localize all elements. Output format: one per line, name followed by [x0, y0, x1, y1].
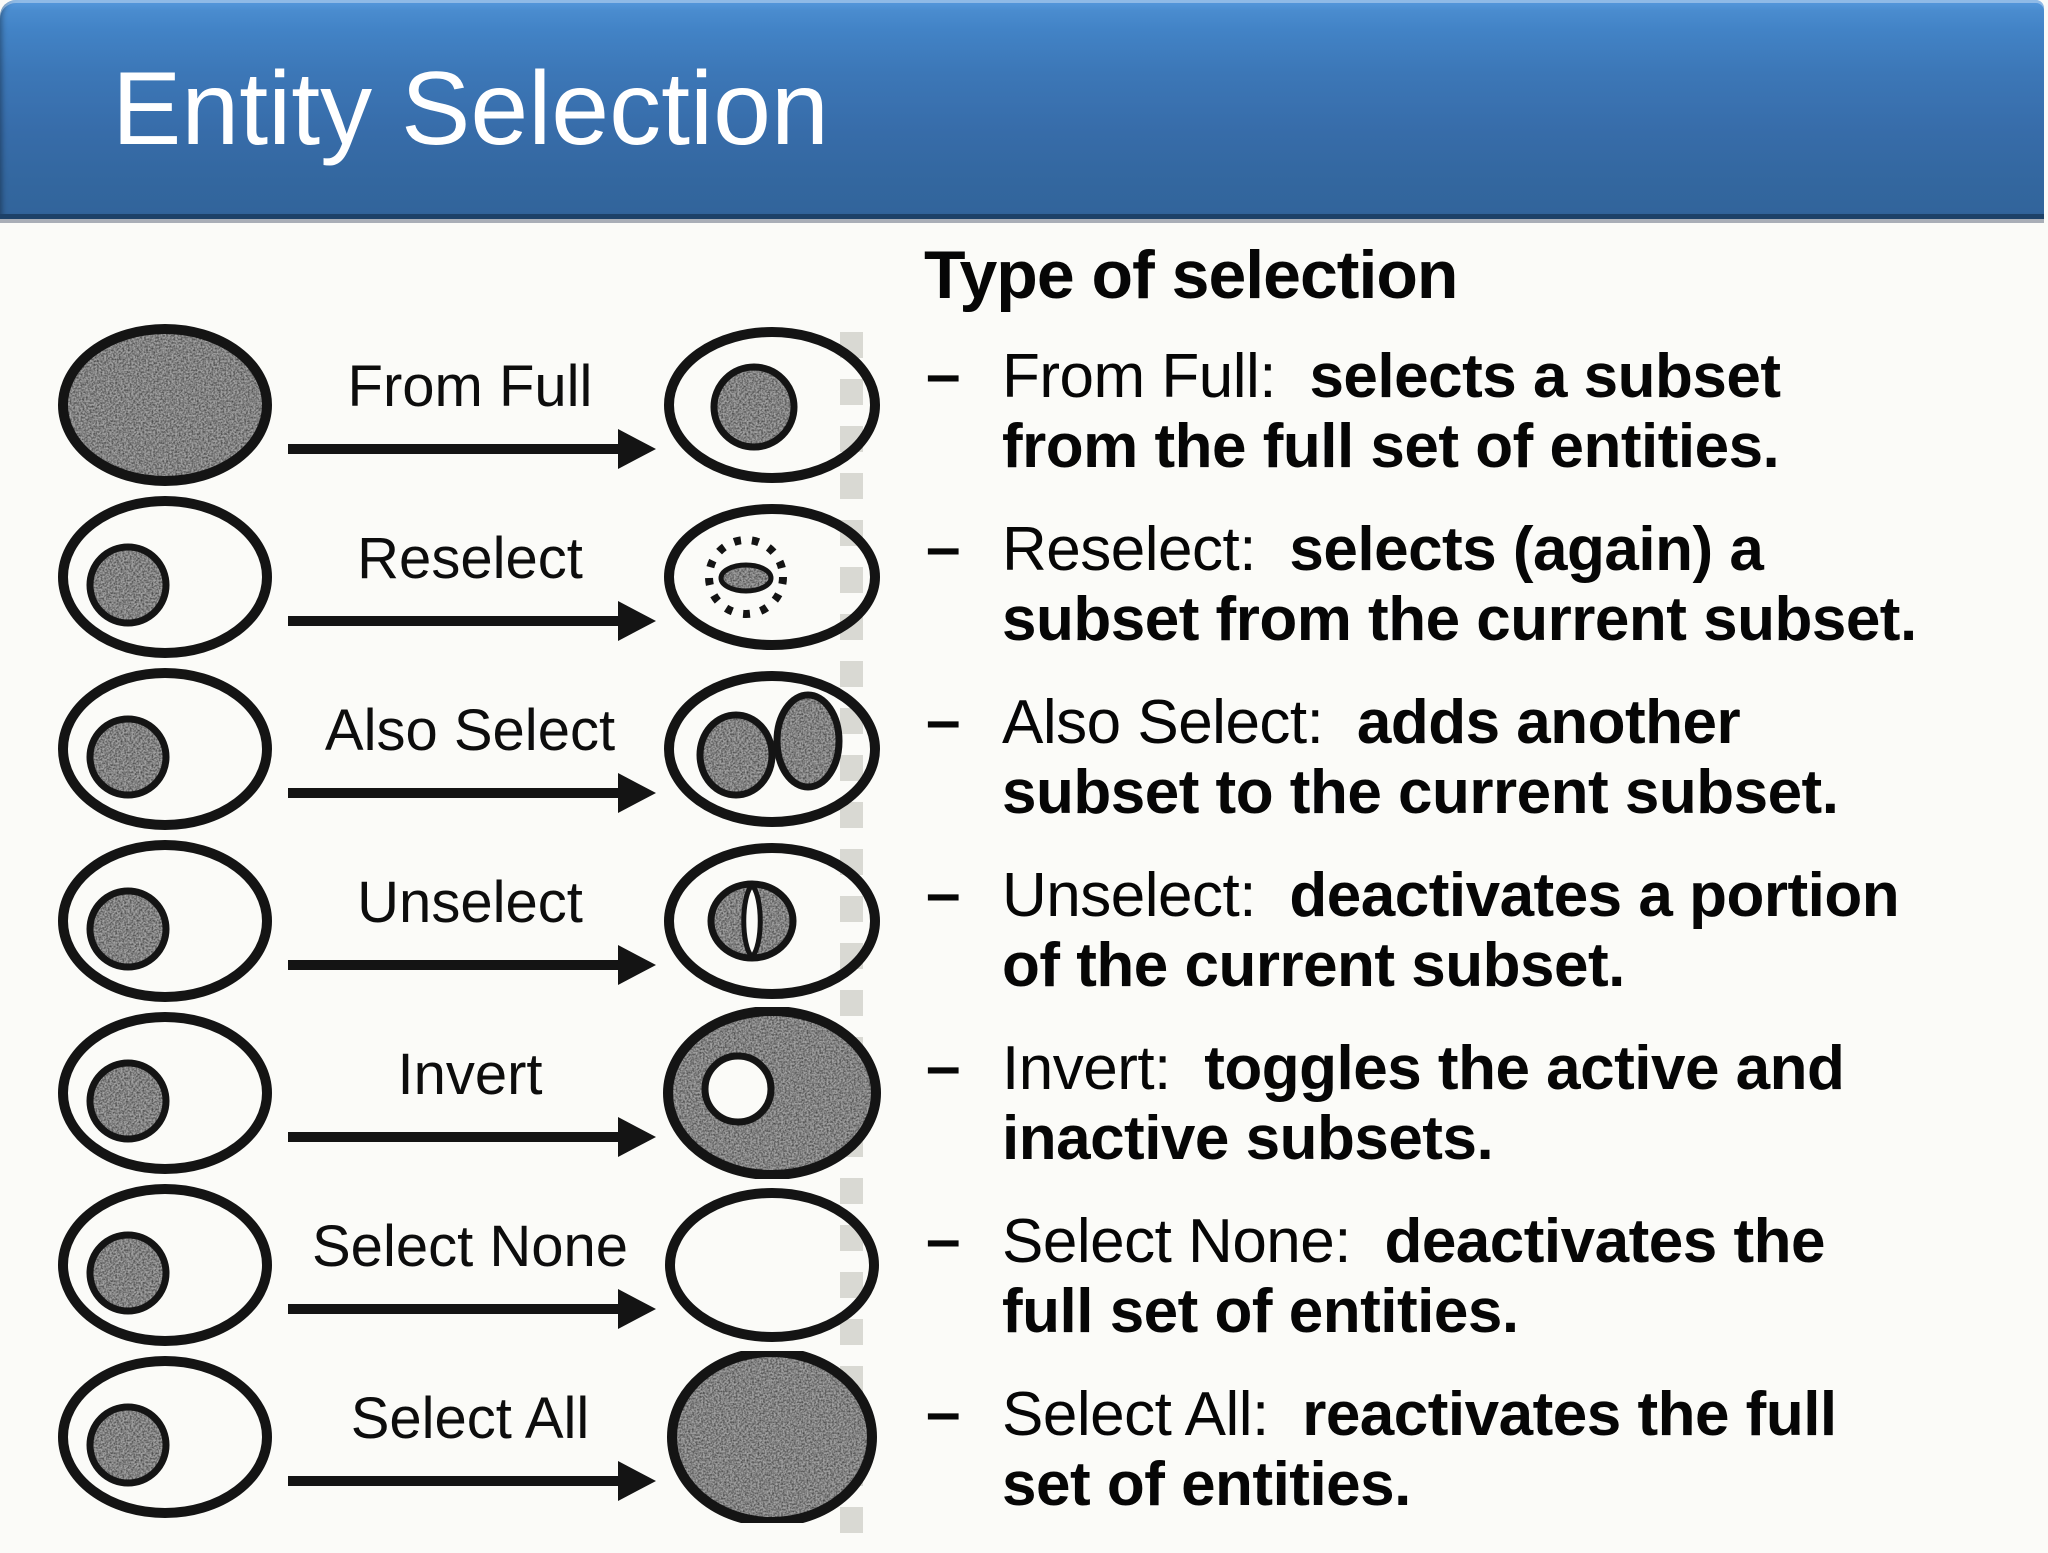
arrow-right-icon: [288, 1289, 656, 1329]
diagram-row-select-all: Select All: [0, 1351, 885, 1523]
source-ellipse-subset: [58, 840, 272, 1002]
source-ellipse-subset: [58, 1012, 272, 1174]
operation-label: Unselect: [357, 870, 583, 935]
result-ellipse-two-subsets: [664, 671, 880, 827]
operation-select-none: Select None: [282, 1199, 658, 1331]
source-ellipse-full-set: [58, 324, 272, 486]
diagram-row-reselect: Reselect: [0, 491, 885, 663]
section-heading: Type of selection: [924, 237, 1458, 313]
source-ellipse-subset: [58, 496, 272, 658]
result-ellipse-full-set: [667, 1351, 877, 1523]
operation-select-all: Select All: [282, 1371, 658, 1503]
bullet-dash: –: [926, 1205, 960, 1274]
result-ellipse-subset: [664, 327, 880, 483]
diagram-row-invert: Invert: [0, 1007, 885, 1179]
diagram-row-select-none: Select None: [0, 1179, 885, 1351]
operation-from-full: From Full: [282, 339, 658, 471]
arrow-right-icon: [288, 429, 656, 469]
bullet-dash: –: [926, 513, 960, 582]
bullet-dash: –: [926, 1032, 960, 1101]
operation-unselect: Unselect: [282, 855, 658, 987]
arrow-right-icon: [288, 601, 656, 641]
operation-also-select: Also Select: [282, 683, 658, 815]
operation-label: Invert: [397, 1042, 543, 1107]
diagram-row-from-full: From Full: [0, 319, 885, 491]
operation-label: Select All: [350, 1386, 590, 1451]
result-ellipse-dotted-reselect: [664, 504, 880, 650]
bullet-dash: –: [926, 859, 960, 928]
operation-label: Also Select: [324, 698, 616, 763]
source-ellipse-subset: [58, 668, 272, 830]
arrow-right-icon: [288, 945, 656, 985]
arrow-right-icon: [288, 773, 656, 813]
page-title: Entity Selection: [112, 50, 829, 167]
title-bar: Entity Selection: [0, 0, 2044, 219]
operation-label: Reselect: [357, 526, 583, 591]
result-ellipse-empty: [665, 1188, 879, 1342]
arrow-right-icon: [288, 1461, 656, 1501]
operation-reselect: Reselect: [282, 511, 658, 643]
bullet-dash: –: [926, 340, 960, 409]
diagram-row-also-select: Also Select: [0, 663, 885, 835]
result-ellipse-portion-removed: [664, 843, 880, 999]
operation-invert: Invert: [282, 1027, 658, 1159]
arrow-right-icon: [288, 1117, 656, 1157]
result-ellipse-inverted: [663, 1007, 881, 1179]
source-ellipse-subset: [58, 1184, 272, 1346]
diagram-row-unselect: Unselect: [0, 835, 885, 1007]
bullet-dash: –: [926, 686, 960, 755]
watermark-dashed-line: [840, 332, 863, 1536]
source-ellipse-subset: [58, 1356, 272, 1518]
operation-label: Select None: [312, 1214, 628, 1279]
selection-diagram: From Full Reselect: [0, 319, 885, 1523]
bullet-dash: –: [926, 1378, 960, 1447]
operation-label: From Full: [347, 354, 593, 419]
description-panel: Type of selection – From Full: selects a…: [924, 236, 2036, 1553]
